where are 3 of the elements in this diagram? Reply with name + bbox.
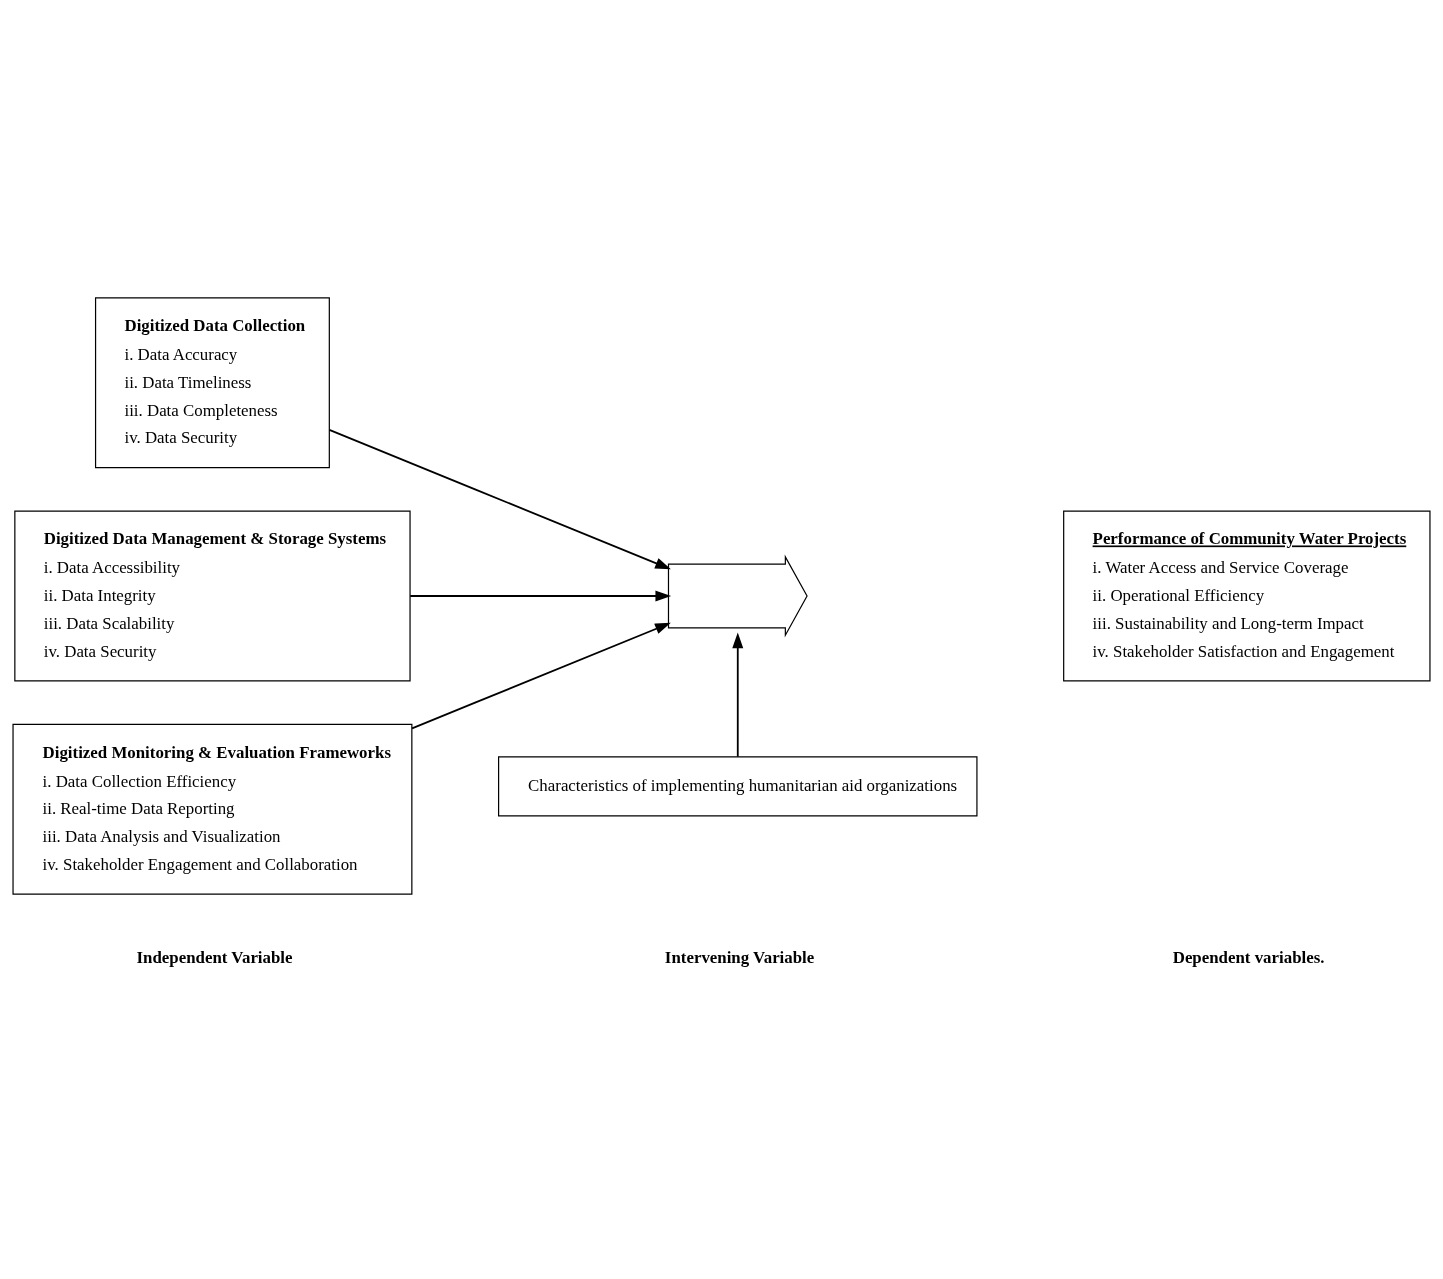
label: Intervening Variable [664, 947, 815, 967]
label: Dependent variables. [1172, 947, 1325, 967]
label: Independent Variable [136, 947, 293, 967]
